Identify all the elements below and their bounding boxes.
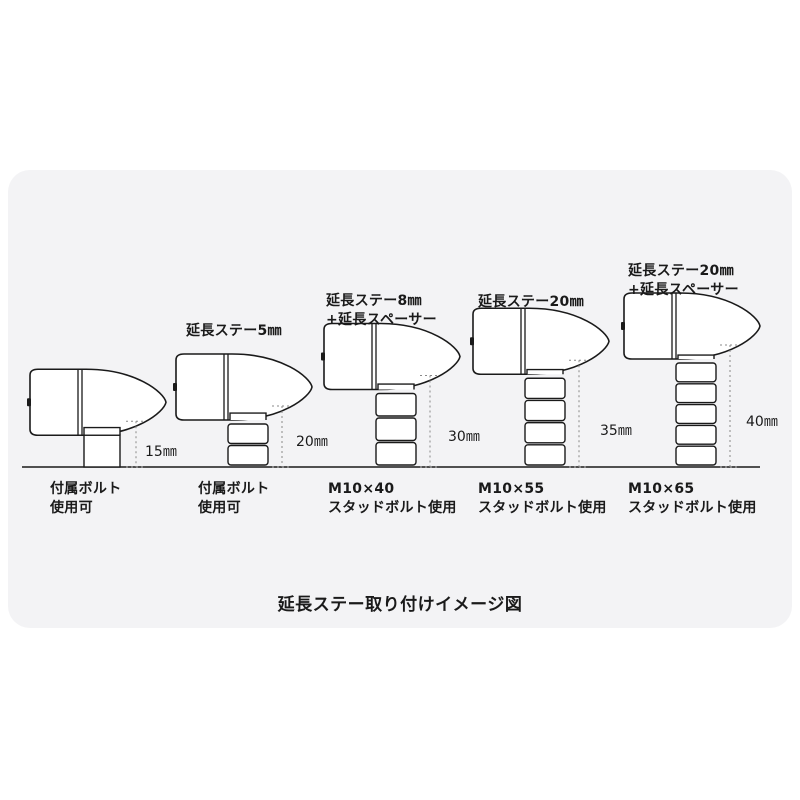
stay-ring <box>375 417 417 442</box>
stem-neck <box>377 383 415 390</box>
stay-ring <box>524 444 566 466</box>
stay-ring <box>675 383 717 404</box>
turn-signal-body <box>472 307 610 376</box>
config-2-bottom-label: 付属ボルト使用可 <box>198 481 270 516</box>
config-2-top-label: 延長ステー5㎜ <box>186 323 282 339</box>
stay-ring <box>675 403 717 425</box>
body-nub <box>470 337 474 346</box>
stay-ring <box>675 424 717 445</box>
diagram-caption: 延長ステー取り付けイメージ図 <box>277 595 523 615</box>
stay-ring <box>524 377 566 400</box>
config-3-dimension: 30㎜ <box>448 429 480 445</box>
config-1-dimension: 15㎜ <box>145 444 177 460</box>
stem-base <box>83 434 121 468</box>
stay-ring <box>524 421 566 444</box>
stem-neck <box>677 354 715 359</box>
stem-neck <box>229 412 267 420</box>
config-3-top-label: 延長ステー8㎜+延長スペーサー <box>326 293 437 328</box>
body-nub <box>173 383 177 391</box>
stay-ring <box>675 445 717 466</box>
turn-signal-body <box>29 368 167 437</box>
stay-ring <box>227 423 269 445</box>
stem-neck <box>526 368 564 375</box>
config-5-dimension: 40㎜ <box>746 414 778 430</box>
stay-ring <box>524 399 566 422</box>
turn-signal-body <box>623 292 761 360</box>
config-4-dimension: 35㎜ <box>600 423 632 439</box>
body-nub <box>321 352 325 361</box>
stay-ring <box>375 441 417 466</box>
body-nub <box>621 322 625 330</box>
body-nub <box>27 398 31 407</box>
turn-signal-body <box>323 322 461 391</box>
config-4-top-label: 延長ステー20㎜ <box>478 294 584 310</box>
config-1-bottom-label: 付属ボルト使用可 <box>50 481 122 516</box>
stem-neck <box>83 426 121 436</box>
turn-signal-body <box>175 353 313 421</box>
stay-ring <box>675 362 717 383</box>
config-5-top-label: 延長ステー20㎜+延長スペーサー <box>628 263 739 298</box>
stay-ring <box>375 392 417 417</box>
config-2-dimension: 20㎜ <box>296 434 328 450</box>
stay-ring <box>227 444 269 466</box>
